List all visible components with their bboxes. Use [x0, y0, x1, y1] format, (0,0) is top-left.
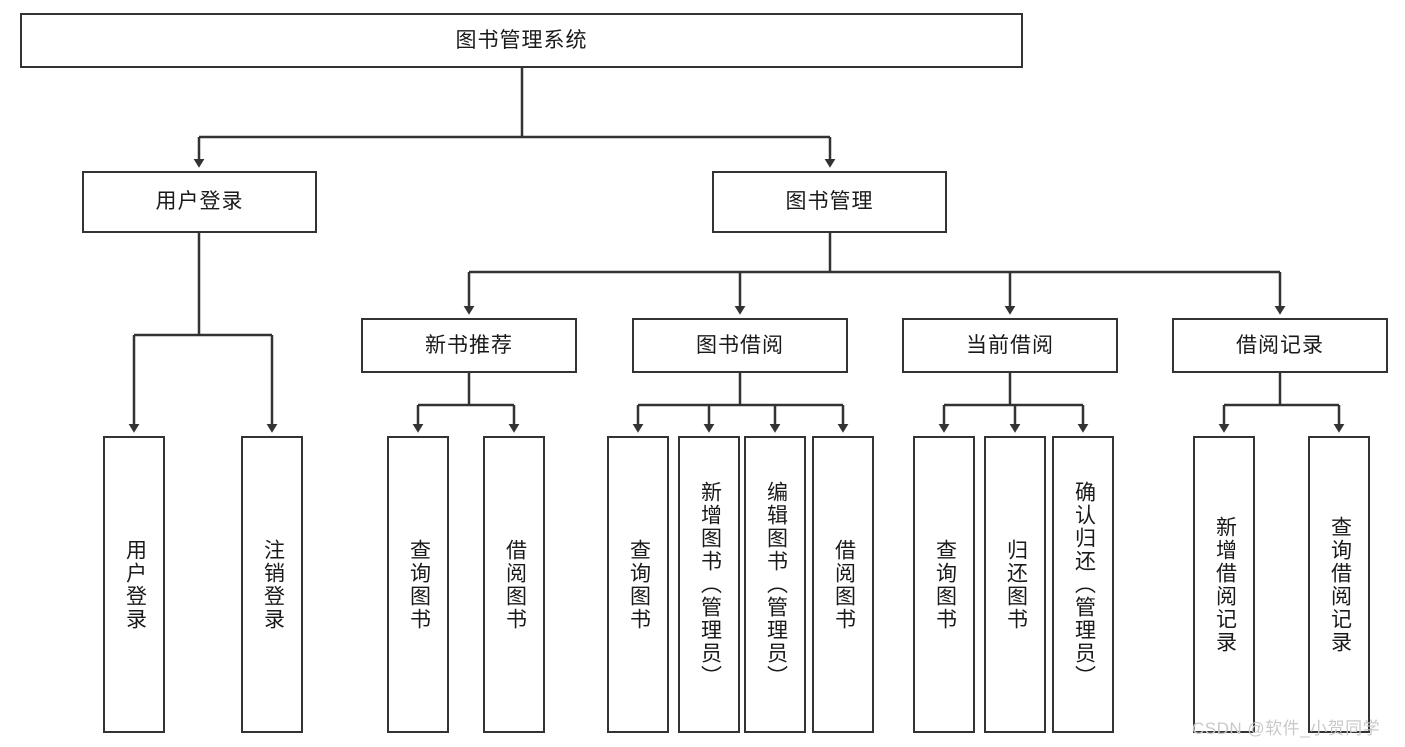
connector-group	[128, 68, 1345, 433]
node-label-leaf-return-book: 归还图书	[1004, 538, 1028, 631]
node-label-leaf-add-book: 新增图书（管理员）	[698, 481, 722, 688]
node-label-leaf-borrow-book-1: 借阅图书	[503, 538, 527, 631]
node-label-leaf-edit-book: 编辑图书（管理员）	[764, 481, 788, 688]
node-leaf-edit-book[interactable]: 编辑图书（管理员）	[744, 436, 806, 733]
node-label-current-borrow: 当前借阅	[966, 333, 1054, 357]
node-user-login[interactable]: 用户登录	[82, 171, 317, 233]
node-leaf-add-record[interactable]: 新增借阅记录	[1193, 436, 1255, 733]
node-label-leaf-confirm-return: 确认归还（管理员）	[1072, 481, 1096, 688]
node-label-leaf-query-book-2: 查询图书	[627, 538, 651, 631]
node-leaf-query-record[interactable]: 查询借阅记录	[1308, 436, 1370, 733]
node-leaf-return-book[interactable]: 归还图书	[984, 436, 1046, 733]
node-label-book-borrow: 图书借阅	[696, 333, 784, 357]
node-label-user-login: 用户登录	[155, 190, 244, 214]
node-label-new-book-rec: 新书推荐	[425, 333, 513, 357]
node-label-leaf-user-login: 用户登录	[123, 538, 147, 631]
node-label-leaf-query-book-1: 查询图书	[407, 538, 431, 631]
node-label-leaf-query-book-3: 查询图书	[933, 538, 957, 631]
node-root[interactable]: 图书管理系统	[20, 13, 1023, 68]
node-book-borrow[interactable]: 图书借阅	[632, 318, 848, 373]
node-leaf-add-book[interactable]: 新增图书（管理员）	[678, 436, 740, 733]
node-leaf-query-book-3[interactable]: 查询图书	[913, 436, 975, 733]
node-borrow-record[interactable]: 借阅记录	[1172, 318, 1388, 373]
node-label-book-manage: 图书管理	[785, 190, 874, 214]
node-leaf-user-login[interactable]: 用户登录	[103, 436, 165, 733]
node-leaf-query-book-2[interactable]: 查询图书	[607, 436, 669, 733]
node-leaf-borrow-book-2[interactable]: 借阅图书	[812, 436, 874, 733]
node-label-leaf-borrow-book-2: 借阅图书	[832, 538, 856, 631]
node-leaf-confirm-return[interactable]: 确认归还（管理员）	[1052, 436, 1114, 733]
watermark-text: CSDN @软件_小贺同学	[1192, 719, 1381, 738]
node-label-leaf-add-record: 新增借阅记录	[1213, 515, 1237, 654]
node-leaf-query-book-1[interactable]: 查询图书	[387, 436, 449, 733]
node-new-book-rec[interactable]: 新书推荐	[361, 318, 577, 373]
node-label-root: 图书管理系统	[455, 28, 588, 52]
node-leaf-logout[interactable]: 注销登录	[241, 436, 303, 733]
node-book-manage[interactable]: 图书管理	[712, 171, 947, 233]
node-current-borrow[interactable]: 当前借阅	[902, 318, 1118, 373]
node-label-leaf-query-record: 查询借阅记录	[1328, 515, 1352, 654]
node-leaf-borrow-book-1[interactable]: 借阅图书	[483, 436, 545, 733]
node-label-leaf-logout: 注销登录	[261, 538, 285, 631]
node-label-borrow-record: 借阅记录	[1236, 333, 1324, 357]
watermark: CSDN @软件_小贺同学	[1192, 714, 1380, 739]
